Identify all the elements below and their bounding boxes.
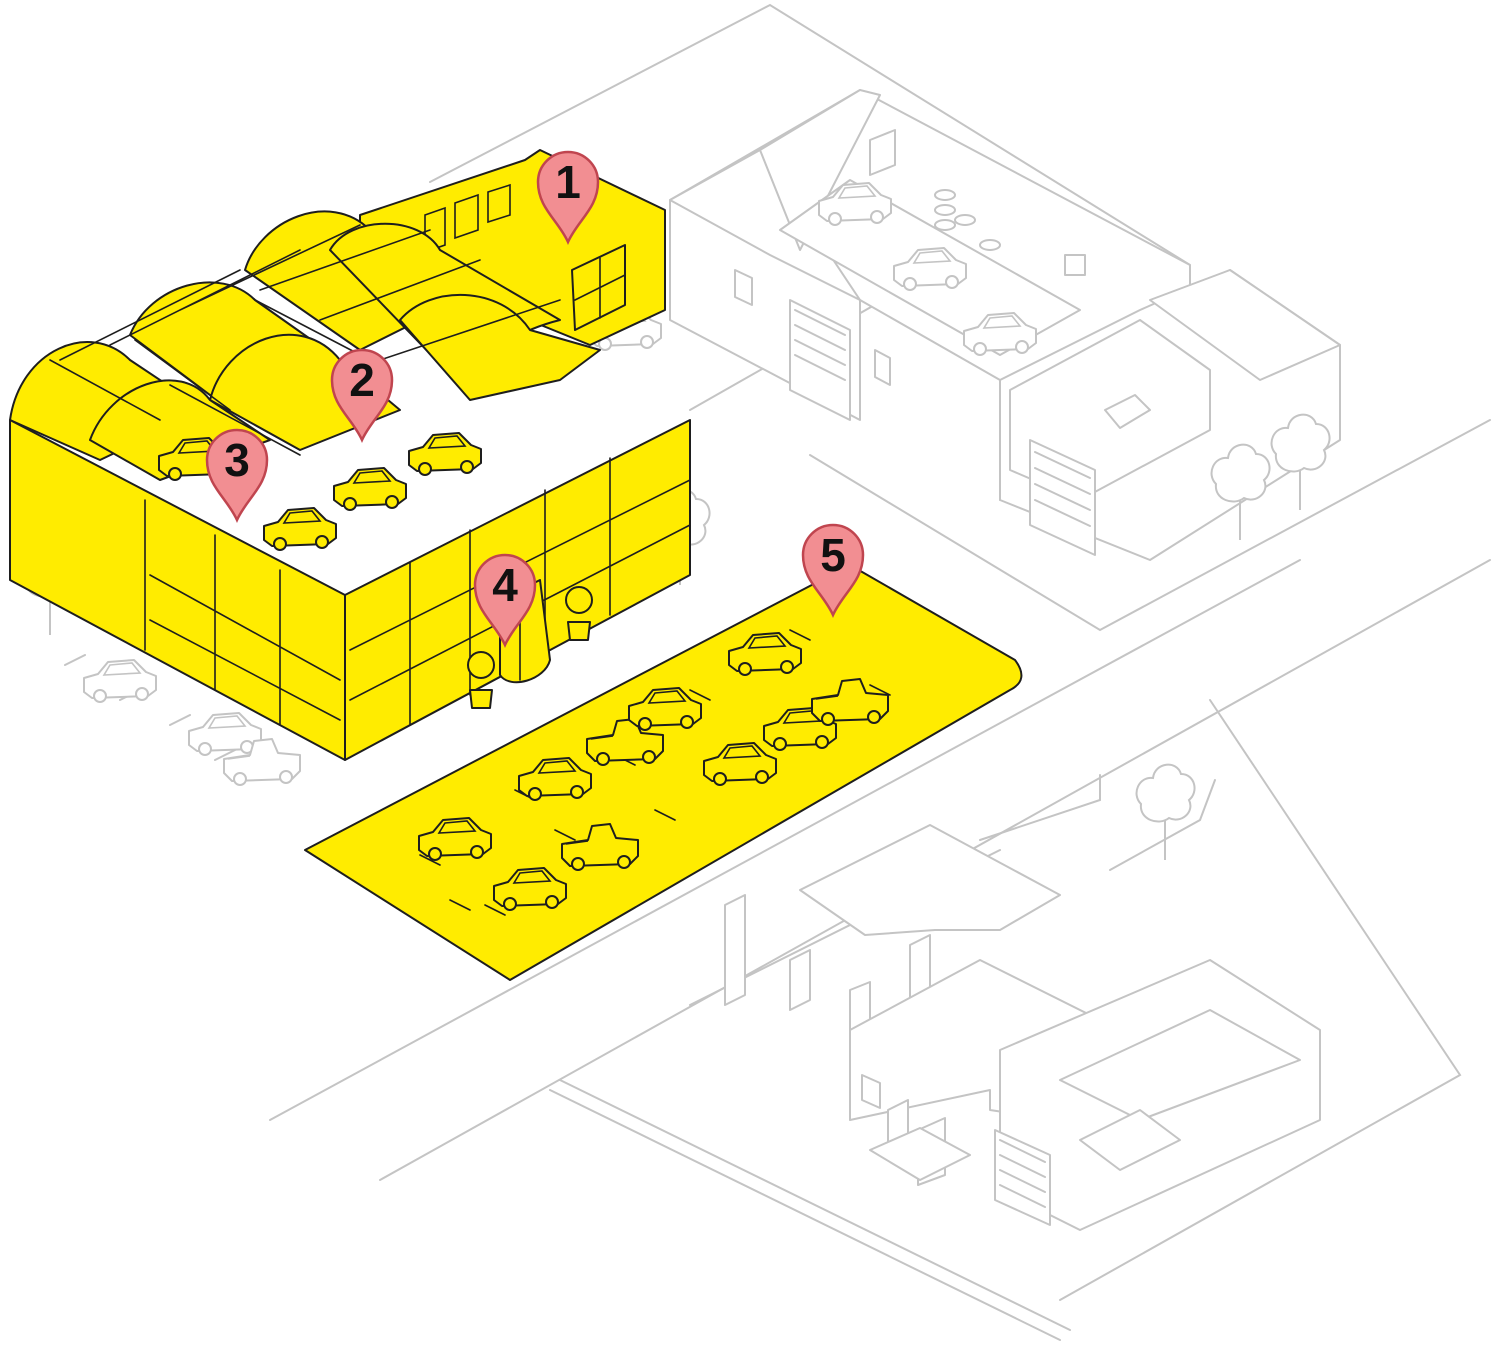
road-edge xyxy=(1109,779,1216,871)
tree-icon xyxy=(1270,413,1331,511)
marker-label: 2 xyxy=(349,354,375,406)
marker-label: 3 xyxy=(224,434,250,486)
road-edge xyxy=(979,774,1101,841)
parking-lot xyxy=(304,564,1023,981)
marker-label: 4 xyxy=(492,559,518,611)
tire-stack xyxy=(934,189,1001,251)
gas-station xyxy=(724,824,1321,1231)
marker-label: 1 xyxy=(555,156,581,208)
car-icon xyxy=(408,432,482,476)
car-icon xyxy=(263,507,337,551)
car-icon xyxy=(83,659,157,703)
tree-icon xyxy=(1210,443,1271,541)
map-pin-icon[interactable]: 5 xyxy=(801,523,865,619)
road-edge xyxy=(559,1079,1071,1331)
marker-label: 5 xyxy=(820,529,846,581)
map-pin-icon[interactable]: 1 xyxy=(536,150,600,246)
showroom-glazing xyxy=(144,457,691,726)
map-pin-icon[interactable]: 3 xyxy=(205,428,269,524)
map-pin-icon[interactable]: 2 xyxy=(330,348,394,444)
road-edge xyxy=(429,3,1191,266)
road-edge xyxy=(1059,699,1462,1301)
road-edge xyxy=(549,1089,1061,1341)
tree-icon xyxy=(1135,763,1196,861)
car-icon xyxy=(333,467,407,511)
marker-layer: 1 2 3 4 5 xyxy=(205,150,865,649)
map-pin-icon[interactable]: 4 xyxy=(473,553,537,649)
workshop-building xyxy=(669,89,1341,561)
context-layer xyxy=(20,3,1491,1341)
road-edge xyxy=(809,419,1491,632)
potted-plant-icon xyxy=(467,586,593,709)
roof-vaults xyxy=(9,210,601,481)
road-edge xyxy=(269,559,1301,1121)
car-icon xyxy=(188,712,262,756)
